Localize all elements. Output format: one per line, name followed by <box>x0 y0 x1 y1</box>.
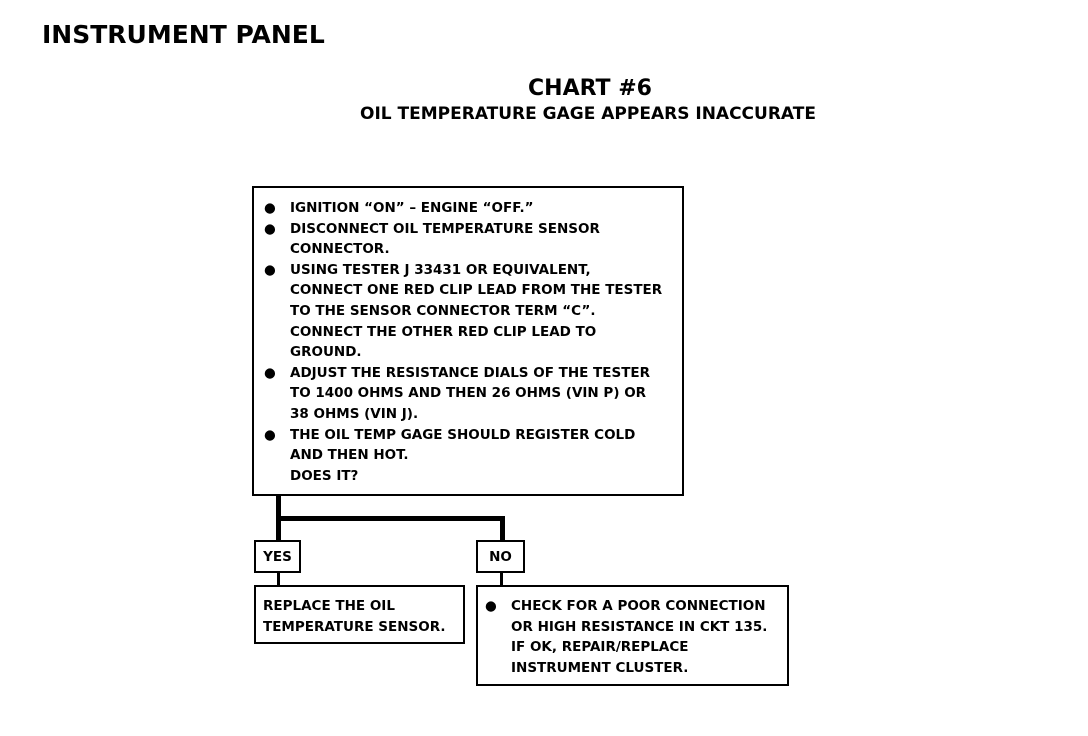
procedure-step: ● THE OIL TEMP GAGE SHOULD REGISTER COLD A… <box>264 425 676 487</box>
step-text: DISCONNECT OIL TEMPERATURE SENSOR CONNECT… <box>290 219 676 260</box>
text-line: GROUND. <box>290 344 362 361</box>
no-result-list: ● CHECK FOR A POOR CONNECTION OR HIGH RES… <box>485 596 781 678</box>
text-line: CONNECT ONE RED CLIP LEAD FROM THE TESTE… <box>290 282 663 299</box>
chart-title: CHART #6 <box>528 76 652 101</box>
step-text: THE OIL TEMP GAGE SHOULD REGISTER COLD AN… <box>290 425 676 487</box>
step-text: IGNITION “ON” – ENGINE “OFF.” <box>290 198 676 219</box>
yes-result-box: REPLACE THE OIL TEMPERATURE SENSOR. <box>254 585 465 644</box>
text-line: IGNITION “ON” – ENGINE “OFF.” <box>290 200 534 216</box>
bullet-icon: ● <box>264 364 276 381</box>
step-text: ADJUST THE RESISTANCE DIALS OF THE TESTE… <box>290 363 676 425</box>
text-line: 38 OHMS (VIN J). <box>290 405 419 422</box>
procedure-step: ● USING TESTER J 33431 OR EQUIVALENT, CONN… <box>264 260 676 363</box>
text-line: DISCONNECT OIL TEMPERATURE SENSOR <box>290 220 600 237</box>
no-result-text: CHECK FOR A POOR CONNECTION OR HIGH RESIS… <box>511 596 781 678</box>
text-line: CHECK FOR A POOR CONNECTION <box>511 598 766 614</box>
connector-no-result <box>500 573 503 585</box>
text-line: ADJUST THE RESISTANCE DIALS OF THE TESTE… <box>290 364 651 381</box>
connector-no-drop <box>500 516 505 540</box>
bullet-icon: ● <box>264 220 276 237</box>
text-line: CONNECT THE OTHER RED CLIP LEAD TO <box>290 323 597 340</box>
text-line: CONNECTOR. <box>290 241 390 258</box>
text-line: AND THEN HOT. <box>290 447 409 464</box>
no-result-step: ● CHECK FOR A POOR CONNECTION OR HIGH RES… <box>485 596 781 678</box>
bullet-icon: ● <box>264 261 276 278</box>
yes-result-text: REPLACE THE OIL TEMPERATURE SENSOR. <box>263 596 457 637</box>
bullet-icon: ● <box>485 598 497 614</box>
text-line: THE OIL TEMP GAGE SHOULD REGISTER COLD <box>290 426 636 443</box>
bullet-icon: ● <box>264 200 276 216</box>
yes-label: YES <box>254 540 301 573</box>
connector-yes-result <box>277 573 280 585</box>
text-line: TO THE SENSOR CONNECTOR TERM “C”. <box>290 302 596 319</box>
test-steps-list: ● IGNITION “ON” – ENGINE “OFF.” ● DISCONNEC… <box>264 198 676 486</box>
text-line: DOES IT? <box>290 467 359 484</box>
chart-subtitle: OIL TEMPERATURE GAGE APPEARS INACCURATE <box>360 104 816 124</box>
bullet-icon: ● <box>264 426 276 443</box>
no-result-box: ● CHECK FOR A POOR CONNECTION OR HIGH RES… <box>476 585 789 686</box>
text-line: INSTRUMENT CLUSTER. <box>511 659 689 676</box>
connector-horizontal <box>276 516 505 521</box>
text-line: USING TESTER J 33431 OR EQUIVALENT, <box>290 261 591 278</box>
text-line: REPLACE THE OIL <box>263 598 395 614</box>
procedure-step: ● IGNITION “ON” – ENGINE “OFF.” <box>264 198 676 219</box>
procedure-step: ● DISCONNECT OIL TEMPERATURE SENSOR CONNEC… <box>264 219 676 260</box>
text-line: OR HIGH RESISTANCE IN CKT 135. <box>511 618 768 635</box>
no-label: NO <box>476 540 525 573</box>
section-title: INSTRUMENT PANEL <box>42 20 325 49</box>
text-line: TEMPERATURE SENSOR. <box>263 618 446 635</box>
text-line: IF OK, REPAIR/REPLACE <box>511 639 689 656</box>
text-line: TO 1400 OHMS AND THEN 26 OHMS (VIN P) OR <box>290 385 647 402</box>
procedure-step: ● ADJUST THE RESISTANCE DIALS OF THE TEST… <box>264 363 676 425</box>
test-procedure-box: ● IGNITION “ON” – ENGINE “OFF.” ● DISCONNEC… <box>252 186 684 496</box>
step-text: USING TESTER J 33431 OR EQUIVALENT, CONNE… <box>290 260 676 363</box>
